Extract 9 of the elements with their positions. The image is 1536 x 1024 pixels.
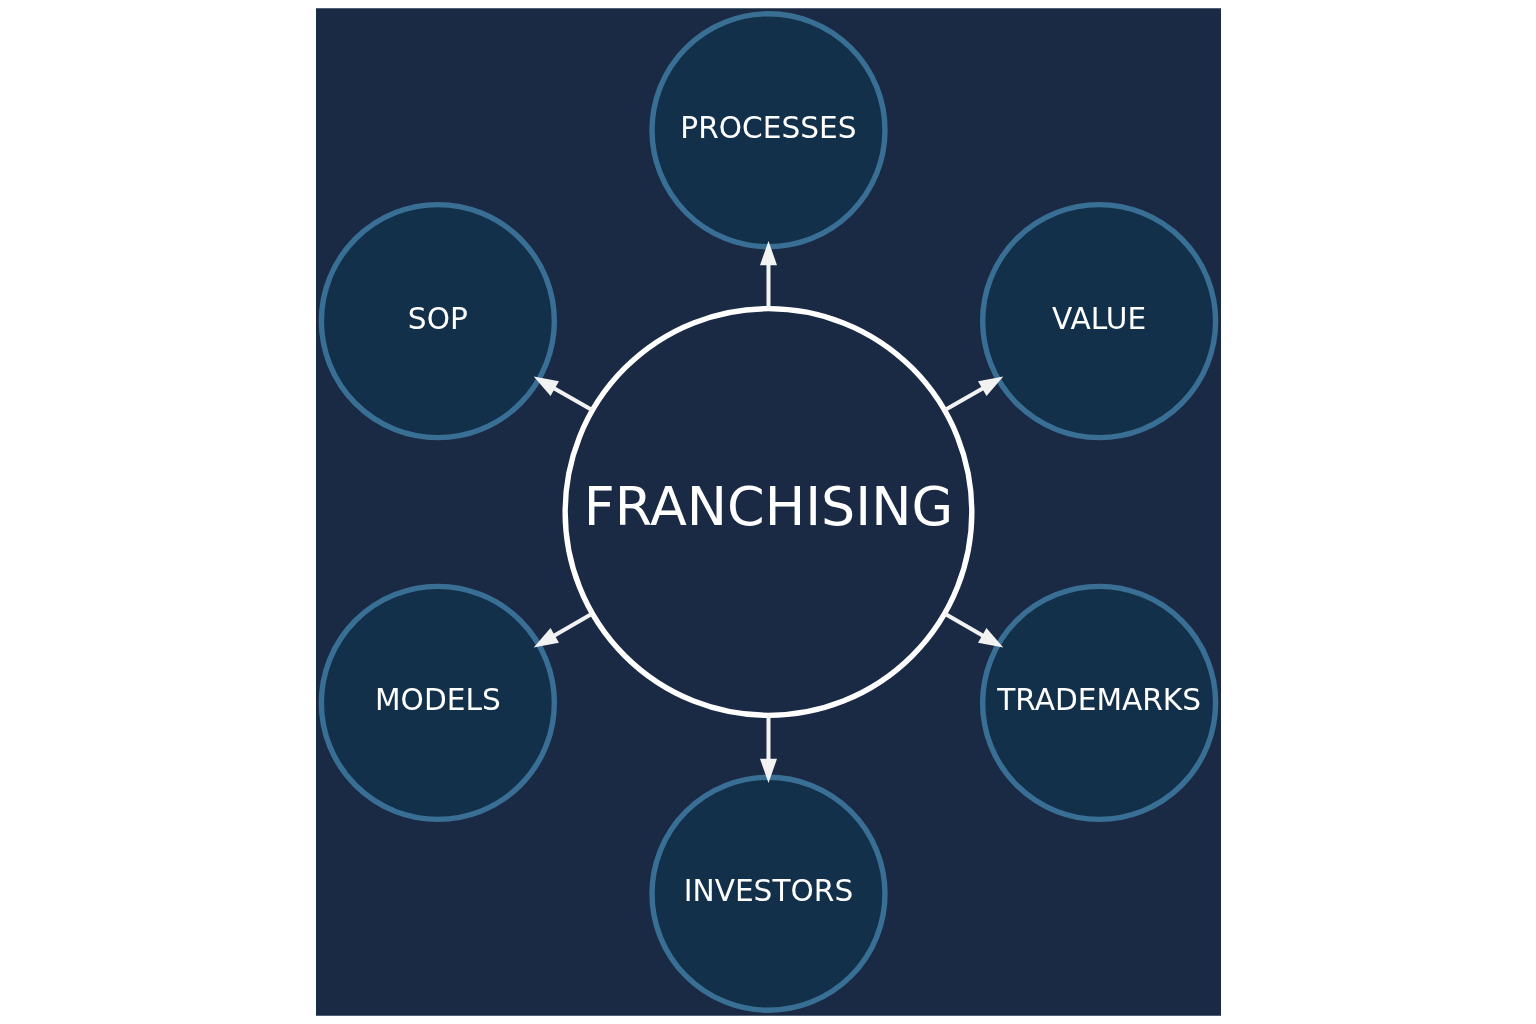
node-circle: PROCESSES — [648, 11, 888, 250]
arrow — [533, 376, 593, 412]
arrow — [943, 612, 1003, 648]
arrow — [759, 240, 777, 309]
node-circle: FRANCHISING — [561, 305, 975, 719]
node-circle: INVESTORS — [648, 774, 888, 1013]
arrow — [533, 612, 593, 648]
arrow — [759, 715, 777, 784]
arrow — [943, 376, 1003, 412]
